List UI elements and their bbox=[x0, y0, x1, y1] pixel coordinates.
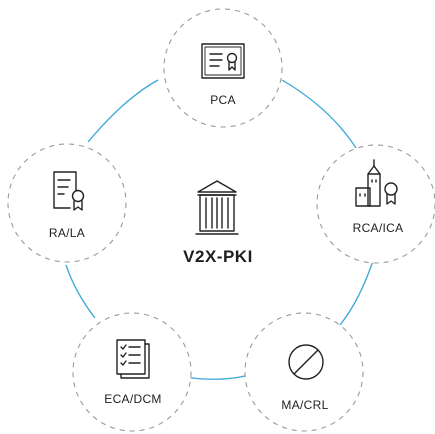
connector-eca-ra bbox=[65, 264, 96, 319]
node-ra-la[interactable]: RA/LA bbox=[7, 143, 127, 263]
node-eca-dcm-label: ECA/DCM bbox=[104, 392, 161, 406]
connector-ma-eca bbox=[184, 375, 246, 380]
diagram-title: V2X-PKI bbox=[183, 247, 253, 266]
connector-ring bbox=[65, 79, 375, 380]
node-rca-ica[interactable]: RCA/ICA bbox=[316, 144, 435, 264]
connector-rca-ma bbox=[339, 257, 375, 326]
node-pca[interactable]: PCA bbox=[163, 8, 283, 128]
node-ma-crl[interactable]: MA/CRL bbox=[244, 312, 364, 432]
node-eca-dcm[interactable]: ECA/DCM bbox=[72, 312, 192, 432]
checklist-document-icon bbox=[116, 339, 150, 379]
certificate-icon bbox=[201, 43, 245, 79]
prohibited-icon bbox=[288, 344, 324, 380]
connector-pca-rca bbox=[281, 79, 357, 149]
node-ma-crl-label: MA/CRL bbox=[281, 398, 328, 412]
document-badge-icon bbox=[53, 171, 85, 211]
node-ra-la-label: RA/LA bbox=[49, 226, 85, 240]
connector-ra-pca bbox=[87, 79, 159, 143]
node-rca-ica-label: RCA/ICA bbox=[353, 221, 404, 235]
building-certificate-icon bbox=[355, 159, 398, 207]
node-pca-label: PCA bbox=[210, 93, 236, 107]
institution-icon bbox=[195, 180, 239, 235]
center-hub: V2X-PKI bbox=[183, 180, 253, 266]
